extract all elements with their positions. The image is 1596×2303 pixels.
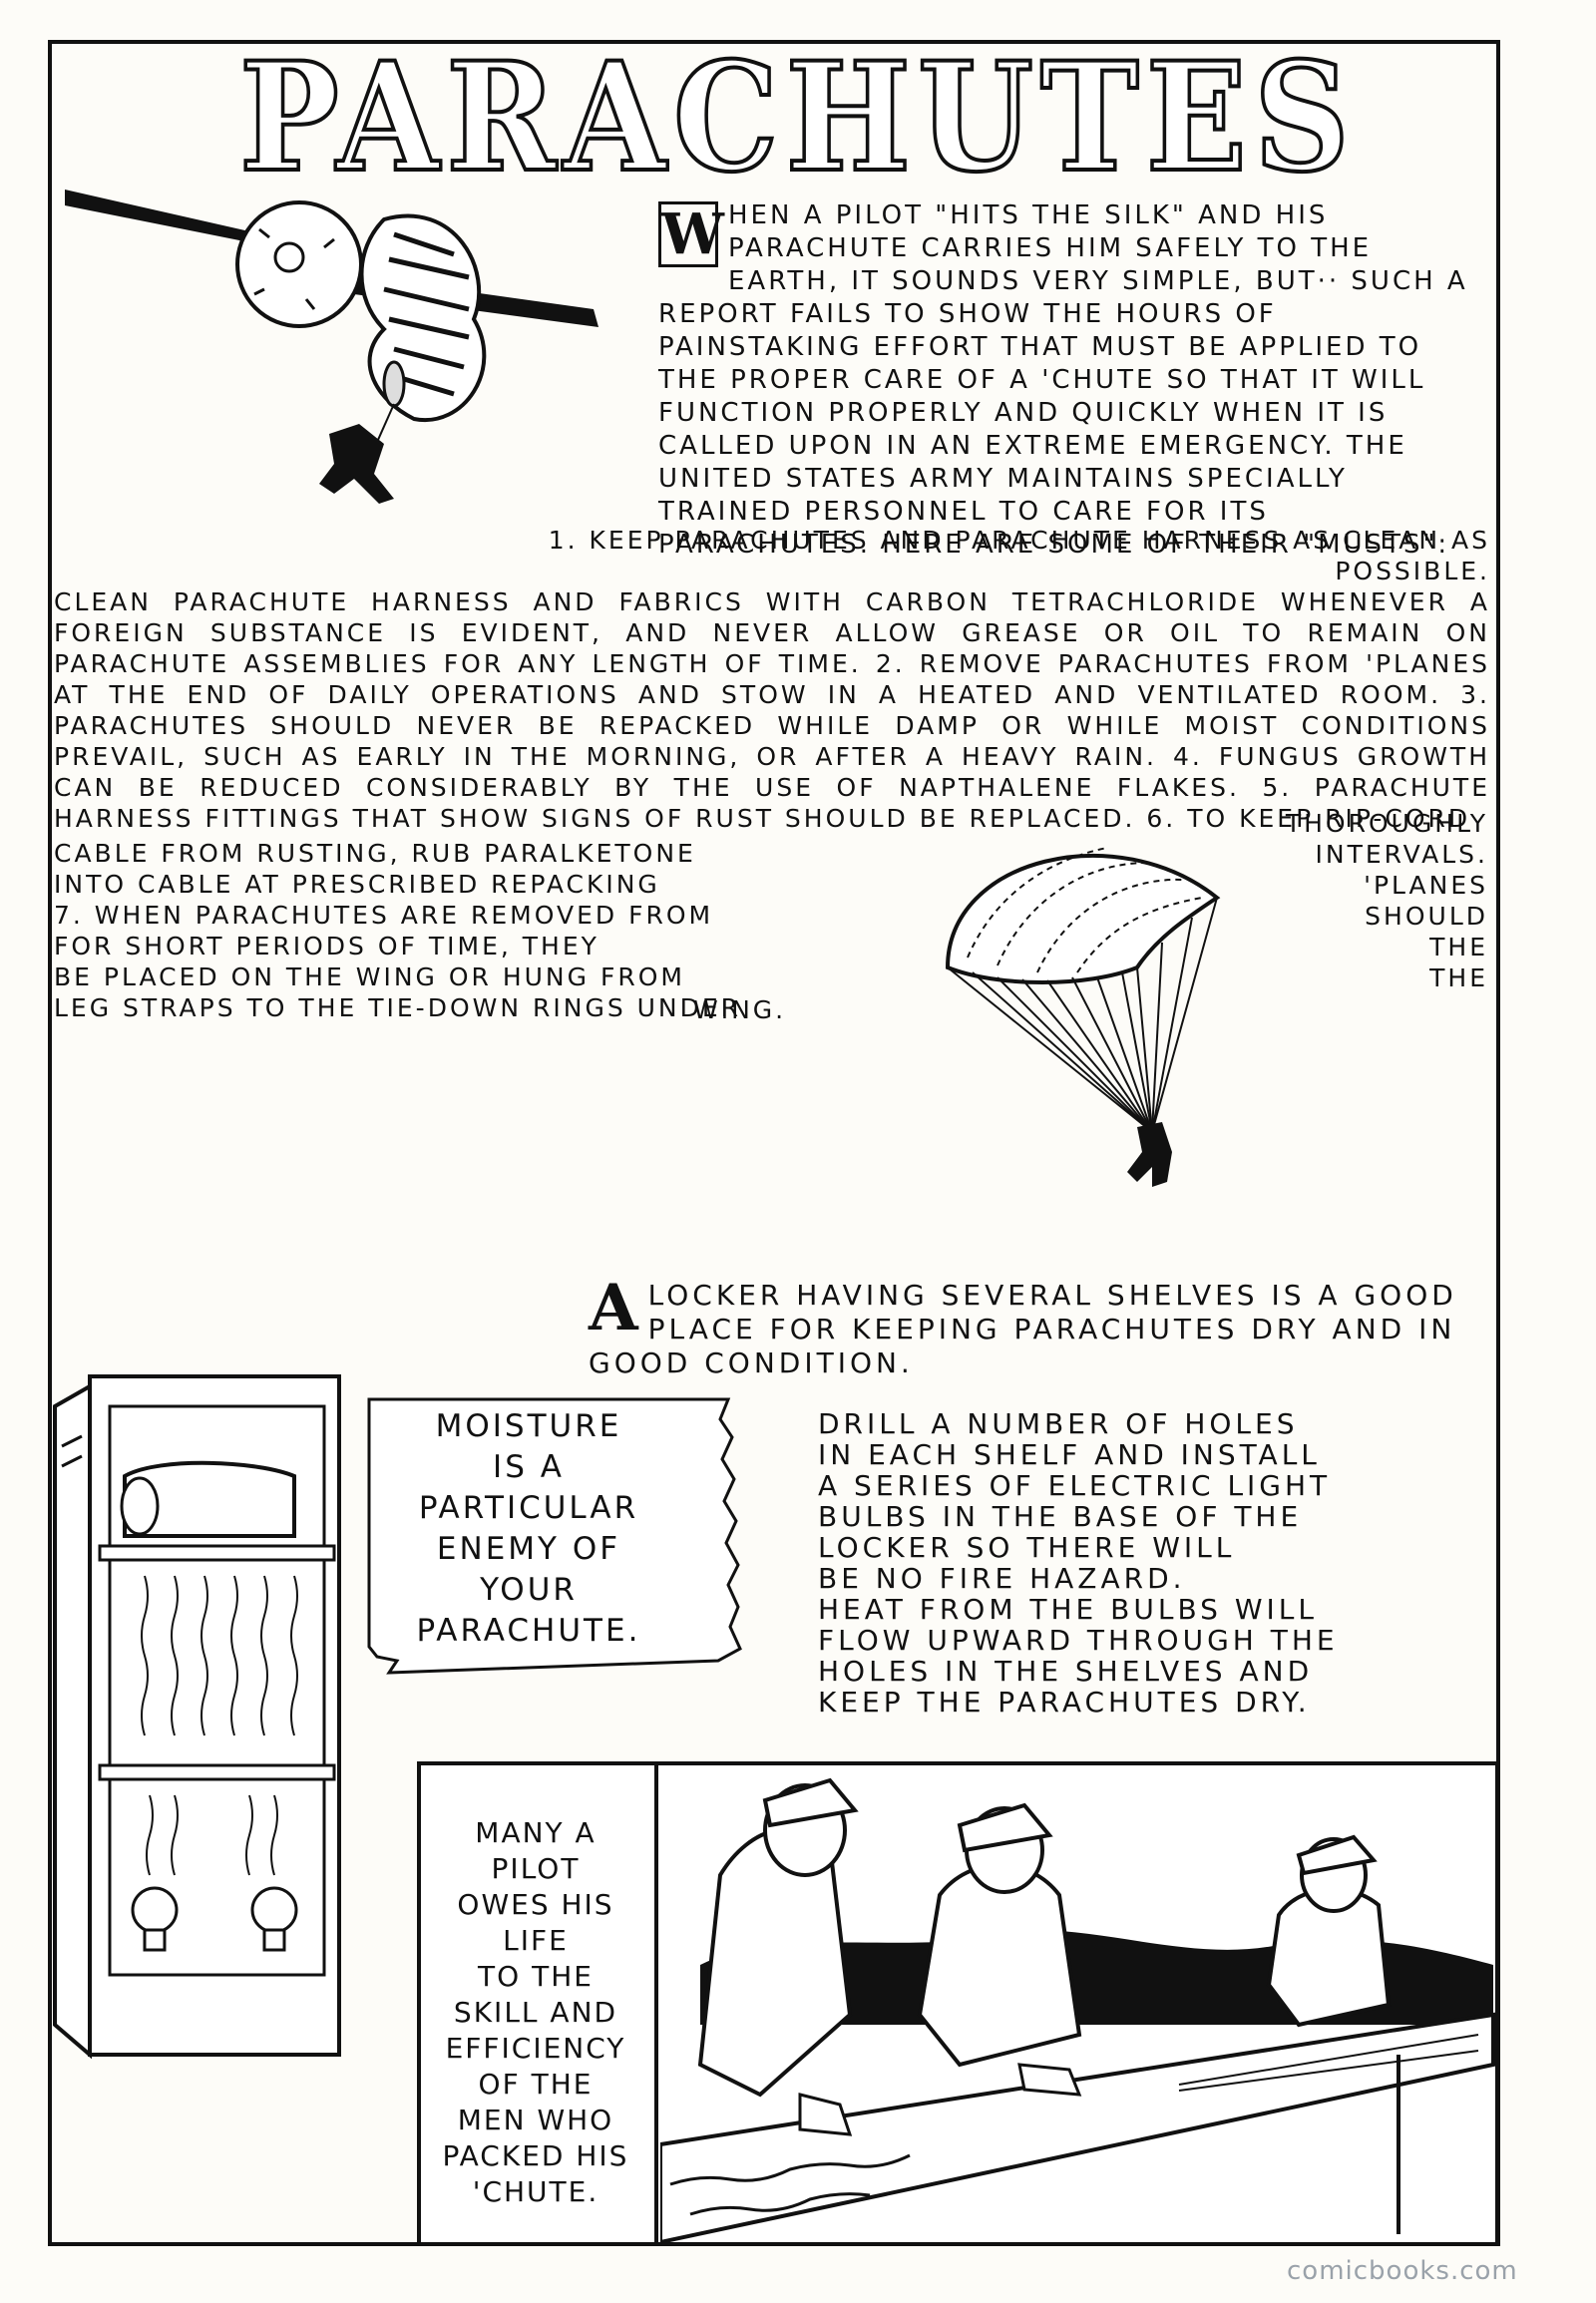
drill-caption: DRILL A NUMBER OF HOLES IN EACH SHELF AN… bbox=[818, 1408, 1476, 1718]
musts-left-line: BE PLACED ON THE WING OR HUNG FROM bbox=[54, 962, 685, 991]
musts-left-line: 7. WHEN PARACHUTES ARE REMOVED FROM bbox=[54, 901, 714, 930]
many-line: OWES HIS bbox=[457, 1888, 614, 1921]
intro-text: HEN A PILOT "HITS THE SILK" AND HIS PARA… bbox=[658, 200, 1468, 560]
musts-right-line: THE bbox=[1429, 933, 1488, 961]
musts-body: CLEAN PARACHUTE HARNESS AND FABRICS WITH… bbox=[54, 587, 1490, 833]
many-line: LIFE bbox=[503, 1924, 569, 1957]
musts-block: 1. KEEP PARACHUTES AND PARACHUTE HARNESS… bbox=[54, 525, 1490, 834]
many-line: MANY A bbox=[475, 1816, 597, 1849]
moisture-line: YOUR bbox=[480, 1572, 578, 1608]
musts-left-line: FOR SHORT PERIODS OF TIME, THEY bbox=[54, 932, 599, 960]
drill-line: BULBS IN THE BASE OF THE bbox=[818, 1500, 1303, 1533]
many-line: OF THE bbox=[478, 2068, 594, 2101]
musts-right-line: SHOULD bbox=[1365, 902, 1488, 931]
moisture-line: PARACHUTE. bbox=[416, 1613, 641, 1649]
many-line: 'CHUTE. bbox=[472, 2175, 599, 2208]
musts-last-word: WING. bbox=[693, 995, 787, 1024]
many-line: PACKED HIS bbox=[442, 2139, 629, 2172]
drill-line: A SERIES OF ELECTRIC LIGHT bbox=[818, 1469, 1332, 1502]
drill-line: KEEP THE PARACHUTES DRY. bbox=[818, 1686, 1311, 1719]
intro-paragraph: W HEN A PILOT "HITS THE SILK" AND HIS PA… bbox=[658, 199, 1486, 562]
moisture-box-border bbox=[367, 1397, 742, 1675]
must-first-line: 1. KEEP PARACHUTES AND PARACHUTE HARNESS… bbox=[548, 526, 1490, 585]
airplane-propeller-icon bbox=[65, 190, 598, 504]
locker-caption: A LOCKER HAVING SEVERAL SHELVES IS A GOO… bbox=[589, 1271, 1486, 1380]
musts-left-line: LEG STRAPS TO THE TIE-DOWN RINGS UNDER bbox=[54, 993, 742, 1022]
musts-left-line: CABLE FROM RUSTING, RUB PARALKETONE bbox=[54, 839, 696, 868]
page-title: PARACHUTES bbox=[239, 52, 1357, 182]
parachute-icon bbox=[945, 847, 1221, 1187]
many-line: EFFICIENCY bbox=[445, 2032, 626, 2065]
drill-line: DRILL A NUMBER OF HOLES bbox=[818, 1407, 1299, 1440]
moisture-line: MOISTURE bbox=[435, 1408, 622, 1444]
drill-line: HOLES IN THE SHELVES AND bbox=[818, 1655, 1314, 1688]
musts-left-line: INTO CABLE AT PRESCRIBED REPACKING bbox=[54, 870, 660, 899]
musts-right-line: THOROUGHLY bbox=[1285, 809, 1488, 838]
moisture-line: ENEMY OF bbox=[436, 1531, 621, 1567]
locker-dropcap: A bbox=[589, 1271, 642, 1345]
many-line: SKILL AND bbox=[453, 1996, 618, 2029]
many-caption: MANY A PILOT OWES HIS LIFE TO THE SKILL … bbox=[431, 1815, 640, 2210]
many-line: TO THE bbox=[478, 1960, 594, 1993]
intro-dropcap: W bbox=[658, 201, 724, 267]
drill-line: IN EACH SHELF AND INSTALL bbox=[818, 1438, 1321, 1471]
moisture-line: PARTICULAR bbox=[418, 1490, 639, 1526]
locker-icon bbox=[53, 1374, 341, 2060]
many-line: MEN WHO bbox=[457, 2104, 614, 2136]
drill-line: FLOW UPWARD THROUGH THE bbox=[818, 1624, 1339, 1657]
musts-right-line: 'PLANES bbox=[1364, 871, 1488, 900]
locker-caption-text: LOCKER HAVING SEVERAL SHELVES IS A GOOD … bbox=[589, 1279, 1457, 1379]
drill-line: LOCKER SO THERE WILL bbox=[818, 1531, 1236, 1564]
many-line: PILOT bbox=[491, 1852, 581, 1885]
musts-right-column: THOROUGHLY INTERVALS. 'PLANES SHOULD THE… bbox=[1279, 808, 1488, 993]
drill-line: BE NO FIRE HAZARD. bbox=[818, 1562, 1186, 1595]
musts-right-line: INTERVALS. bbox=[1315, 840, 1488, 869]
packing-table-icon bbox=[660, 1777, 1495, 2242]
moisture-line: IS A bbox=[493, 1449, 565, 1485]
musts-left-column: CABLE FROM RUSTING, RUB PARALKETONE INTO… bbox=[54, 838, 812, 1023]
moisture-caption: MOISTURE IS A PARTICULAR ENEMY OF YOUR P… bbox=[379, 1406, 678, 1652]
credit-watermark: comicbooks.com bbox=[1287, 2256, 1518, 2286]
drill-line: HEAT FROM THE BULBS WILL bbox=[818, 1593, 1318, 1626]
musts-right-line: THE bbox=[1429, 963, 1488, 992]
page-title-art: PARACHUTES bbox=[237, 52, 1357, 182]
